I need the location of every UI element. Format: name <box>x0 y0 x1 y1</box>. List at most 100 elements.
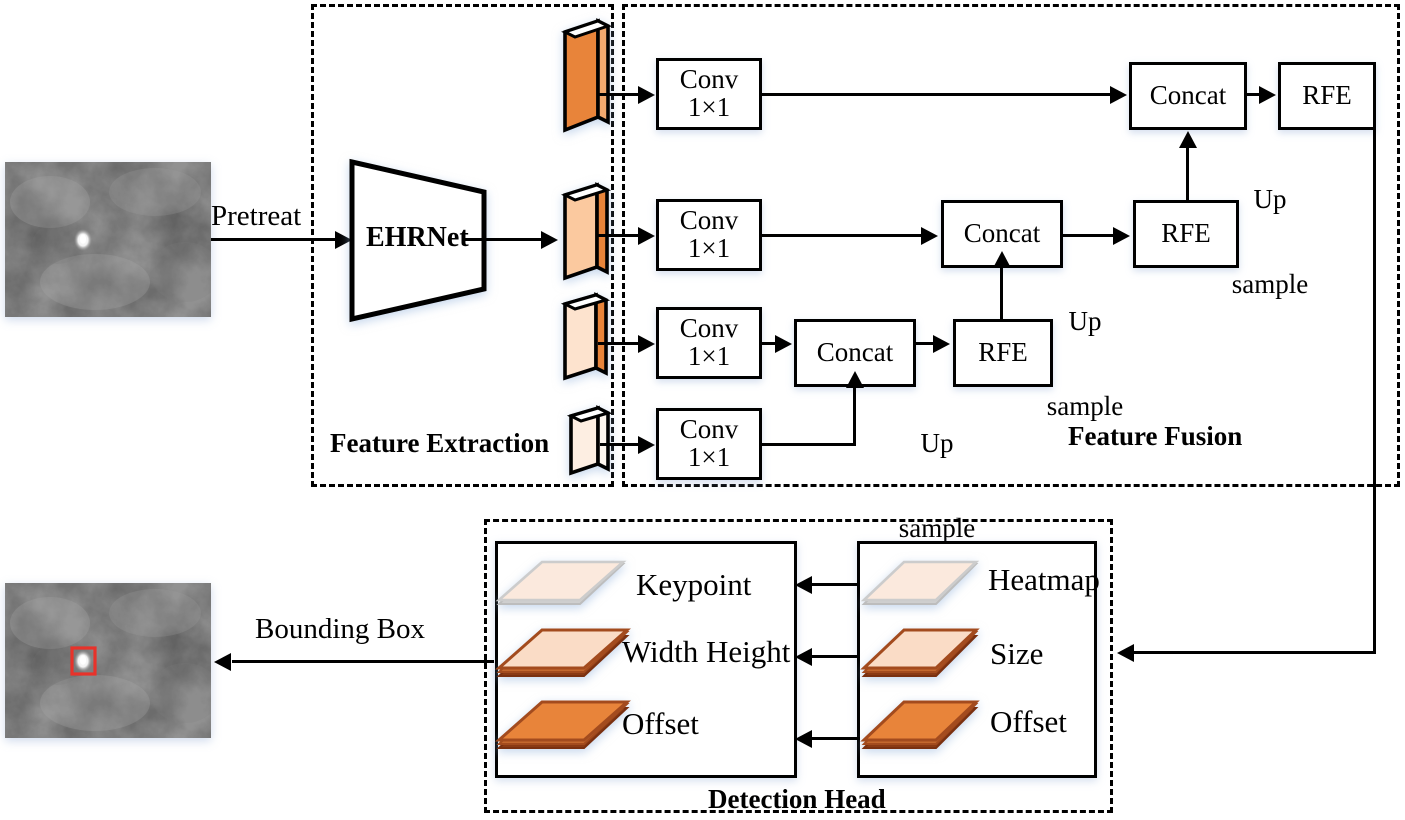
output-detection-image <box>5 583 211 738</box>
heatmap-to-keypoint-arrowhead <box>795 576 812 594</box>
conv-block-3-line1: Conv <box>679 313 739 344</box>
conv-block-4-line1: Conv <box>679 414 739 445</box>
conv1-to-concat1-arrowhead <box>1110 86 1127 104</box>
concat1-to-rfe1-arrowhead <box>1259 86 1276 104</box>
size-plate <box>860 628 984 690</box>
ehrnet-backbone <box>348 158 488 323</box>
rfe2-upsample-line <box>1186 146 1189 202</box>
keypoint-label: Keypoint <box>636 567 752 602</box>
conv-block-1-line1: Conv <box>679 64 739 95</box>
upsample-label-3: Up sample <box>872 372 1002 599</box>
concat3-to-rfe3-line <box>916 342 936 345</box>
upsample-label-2-line2: sample <box>1046 390 1124 421</box>
concat2-to-rfe2-line <box>1063 234 1115 237</box>
level-1-feature-map <box>560 18 618 134</box>
feature-extraction-group <box>311 4 614 487</box>
offset-prediction-label: Offset <box>990 704 1067 739</box>
conv-block-2[interactable]: Conv 1×1 <box>656 199 762 271</box>
upsample-label-3-line1: Up <box>920 427 954 458</box>
conv-block-3[interactable]: Conv 1×1 <box>656 307 762 379</box>
fmap3-to-conv3-line <box>598 342 640 345</box>
conv1-to-concat1-line <box>762 93 1112 96</box>
concat2-to-rfe2-arrowhead <box>1113 227 1130 245</box>
upsample-label-3-line2: sample <box>898 512 976 543</box>
rfe1-to-head-arrowhead <box>1117 644 1134 662</box>
pretreat-line <box>211 238 337 241</box>
fmap2-to-conv2-line <box>598 234 640 237</box>
offset-prediction-plate <box>860 700 984 762</box>
feature-extraction-title: Feature Extraction <box>330 428 550 458</box>
rfe-block-1[interactable]: RFE <box>1278 62 1376 130</box>
conv4-upsample-horizontal <box>762 443 856 446</box>
heatmap-to-keypoint-line <box>812 583 860 586</box>
conv-block-2-line1: Conv <box>679 205 739 236</box>
feature-fusion-title: Feature Fusion <box>1068 421 1243 451</box>
conv3-to-concat3-arrowhead <box>775 335 792 353</box>
upsample-label-1-line1: Up <box>1253 183 1287 214</box>
fmap1-to-conv1-line <box>598 93 640 96</box>
rfe2-upsample-arrowhead <box>1179 131 1197 148</box>
conv-block-3-line2: 1×1 <box>687 341 731 371</box>
concat-block-1[interactable]: Concat <box>1129 62 1247 130</box>
rfe1-to-head-vertical <box>1373 130 1376 654</box>
fmap3-to-conv3-arrowhead <box>638 335 655 353</box>
rfe1-to-head-horizontal <box>1133 651 1376 654</box>
fmap2-to-conv2-arrowhead <box>638 227 655 245</box>
width-height-label: Width Height <box>622 634 791 669</box>
conv3-to-concat3-line <box>762 342 778 345</box>
detection-head-title: Detection Head <box>708 784 886 814</box>
concat-block-1-label: Concat <box>1149 80 1227 111</box>
concat3-to-rfe3-arrowhead <box>933 335 950 353</box>
conv-block-1-line2: 1×1 <box>687 92 731 122</box>
level-2-feature-map <box>560 182 618 282</box>
offset-output-label: Offset <box>622 706 699 741</box>
rfe-block-3[interactable]: RFE <box>953 319 1053 387</box>
offset-output-plate <box>495 700 637 762</box>
conv-block-4-line2: 1×1 <box>687 442 731 472</box>
concat-block-3-label: Concat <box>816 337 894 368</box>
conv2-to-concat2-arrowhead <box>921 227 938 245</box>
conv2-to-concat2-line <box>762 234 922 237</box>
rfe-block-2-label: RFE <box>1161 218 1211 249</box>
feature-fusion-group <box>622 4 1400 487</box>
concat-block-2-label: Concat <box>963 218 1041 249</box>
size-to-widthheight-line <box>812 655 860 658</box>
backbone-output-arrowhead <box>541 231 558 249</box>
bounding-box-label: Bounding Box <box>255 613 425 645</box>
rfe-block-3-label: RFE <box>978 337 1028 368</box>
input-infrared-image <box>5 162 211 317</box>
upsample-label-1-line2: sample <box>1231 268 1309 299</box>
conv-block-4[interactable]: Conv 1×1 <box>656 408 762 480</box>
level-4-feature-map <box>566 405 620 477</box>
upsample-label-1: Up sample <box>1205 128 1335 355</box>
rfe-block-1-label: RFE <box>1302 80 1352 111</box>
upsample-label-2: Up sample <box>1020 250 1150 477</box>
backbone-output-line <box>464 238 544 241</box>
ehrnet-label: EHRNet <box>366 222 469 253</box>
size-label: Size <box>990 636 1044 671</box>
upsample-label-2-line1: Up <box>1068 305 1102 336</box>
conv4-upsample-arrowhead <box>846 371 864 388</box>
bounding-box-arrowhead <box>214 653 231 671</box>
conv-block-1[interactable]: Conv 1×1 <box>656 58 762 130</box>
rfe3-upsample-arrowhead <box>993 251 1011 268</box>
offset-to-offset-line <box>812 737 860 740</box>
fmap1-to-conv1-arrowhead <box>638 86 655 104</box>
rfe-block-2[interactable]: RFE <box>1133 200 1239 268</box>
pretreat-arrowhead <box>335 231 352 249</box>
bounding-box-line <box>232 660 494 663</box>
pretreat-label: Pretreat <box>211 200 302 232</box>
fmap4-to-conv4-line <box>600 443 640 446</box>
conv4-upsample-vertical <box>853 386 856 446</box>
size-to-widthheight-arrowhead <box>795 648 812 666</box>
keypoint-plate <box>495 560 627 618</box>
conv-block-2-line2: 1×1 <box>687 233 731 263</box>
offset-to-offset-arrowhead <box>795 730 812 748</box>
level-3-feature-map <box>560 292 618 382</box>
width-height-plate <box>495 628 637 690</box>
concat1-to-rfe1-line <box>1247 93 1263 96</box>
heatmap-label: Heatmap <box>988 562 1100 597</box>
heatmap-plate <box>860 560 980 618</box>
fmap4-to-conv4-arrowhead <box>638 436 655 454</box>
